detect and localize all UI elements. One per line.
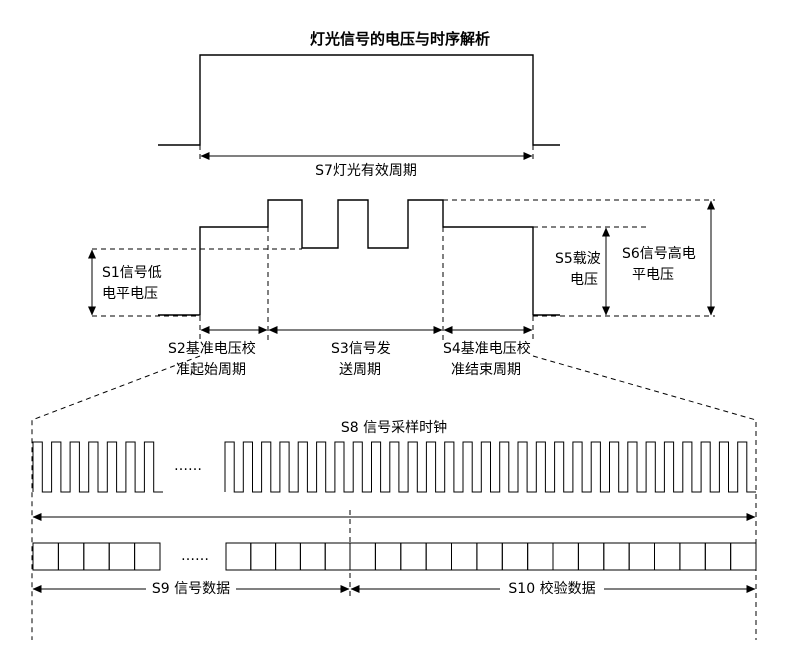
s6-label-line2: 平电压 [632,267,674,283]
diagram-title: 灯光信号的电压与时序解析 [310,30,490,48]
check-data-cell [628,542,655,571]
s9-label-bg [146,578,236,598]
s4-label-line1: S4基准电压校 [443,340,531,357]
check-data-cell [552,542,579,571]
check-data-cell [476,542,503,571]
check-data-cell [603,542,630,571]
voltage-waveform [158,199,560,316]
clock-segment-right [224,441,756,493]
s3-label-line1: S3信号发 [331,341,391,357]
data-cells [32,542,757,571]
signal-data-cell [299,542,326,571]
s8-label: S8 信号采样时钟 [341,419,447,436]
check-data-cell [730,542,757,571]
check-data-cell [425,542,453,571]
s1-label-line2: 电平电压 [102,286,158,302]
signal-data-cell [57,542,85,571]
check-data-cell [451,542,478,571]
signal-data-cell [134,542,161,571]
s9-label: S9 信号数据 [152,581,230,597]
signal-data-cell [275,542,301,571]
s5-label-line2: 电压 [570,272,598,288]
s6-label-line1: S6信号高电 [622,245,696,262]
check-data-cell [349,542,376,571]
signal-data-cell [324,542,351,571]
signal-data-cell [83,542,110,571]
signal-data-cell [225,542,252,571]
sampling-clock-waveform [32,441,756,493]
s10-label: S10 校验数据 [508,580,595,597]
signal-data-cell [250,542,277,571]
s5-label-line1: S5载波 [555,251,601,267]
check-data-cell [654,542,681,571]
check-data-cell [577,542,605,571]
s2-label-line1: S2基准电压校 [168,340,256,357]
data-ellipsis: …… [181,548,209,564]
clock-ellipsis: …… [174,458,202,474]
s7-label: S7灯光有效周期 [315,163,417,179]
signal-data-cell [32,542,59,571]
s10-label-bg [500,578,604,598]
zoom-left-edge [31,355,201,640]
check-data-cell [501,542,529,571]
check-data-cell [704,542,732,571]
s3-label-line2: 送周期 [339,362,381,378]
s1-label-line1: S1信号低 [102,265,162,281]
s2-label-line2: 准起始周期 [176,362,246,378]
signal-data-cell [108,542,136,571]
check-data-cell [679,542,706,571]
light-signal-waveform [158,54,560,146]
s4-label-line2: 准结束周期 [451,362,521,378]
check-data-cell [527,542,554,571]
check-data-cell [400,542,427,571]
clock-segment-left [32,441,163,493]
check-data-cell [374,542,402,571]
